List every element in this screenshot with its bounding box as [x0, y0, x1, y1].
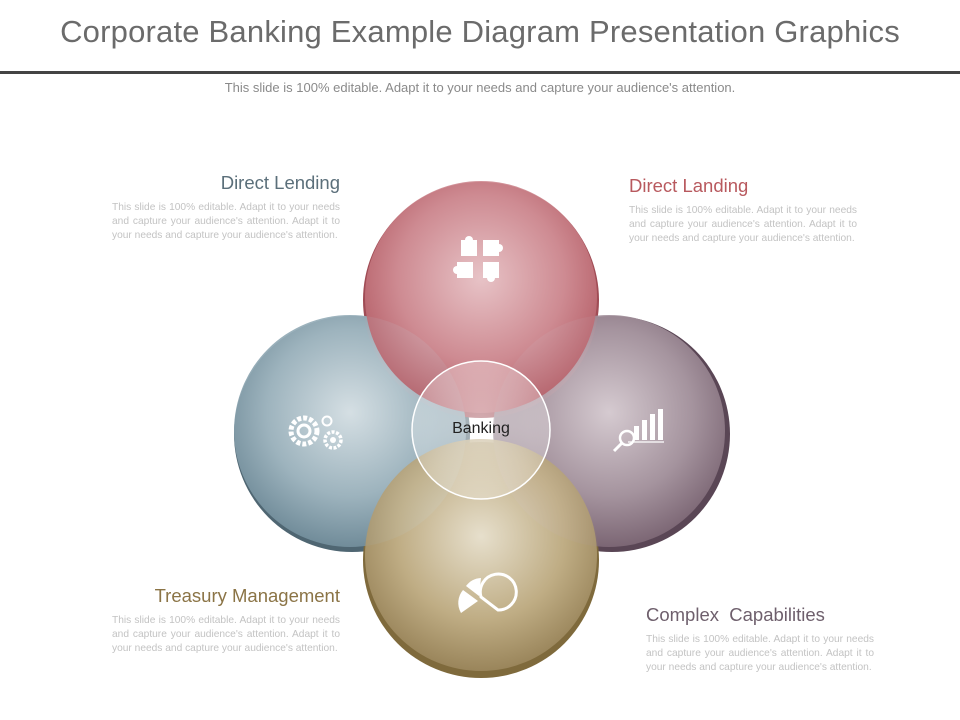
gears-icon	[288, 415, 343, 450]
body-treasury-management: This slide is 100% editable. Adapt it to…	[112, 615, 340, 655]
body-direct-lending: This slide is 100% editable. Adapt it to…	[112, 202, 340, 242]
body-direct-landing: This slide is 100% editable. Adapt it to…	[629, 205, 857, 245]
center-circle	[411, 360, 551, 500]
text-block-complex-capabilities: Complex Capabilities This slide is 100% …	[646, 604, 874, 676]
body-complex-capabilities: This slide is 100% editable. Adapt it to…	[646, 634, 874, 674]
center-label: Banking	[452, 420, 510, 437]
title-divider	[0, 71, 960, 74]
text-block-direct-lending: Direct Lending This slide is 100% editab…	[112, 172, 340, 244]
heading-complex-capabilities: Complex Capabilities	[646, 604, 825, 625]
slide-subtitle: This slide is 100% editable. Adapt it to…	[224, 80, 736, 95]
gold-circle	[365, 439, 597, 671]
text-block-treasury-management: Treasury Management This slide is 100% e…	[112, 585, 340, 657]
bar-chart-magnifier-icon	[612, 409, 664, 453]
text-block-direct-landing: Direct Landing This slide is 100% editab…	[629, 175, 857, 247]
heading-direct-lending: Direct Lending	[220, 172, 340, 193]
pie-chart-icon	[458, 572, 518, 613]
heading-direct-landing: Direct Landing	[629, 175, 749, 196]
puzzle-icon	[453, 236, 503, 282]
slide-title: Corporate Banking Example Diagram Presen…	[60, 14, 900, 49]
heading-treasury-management: Treasury Management	[154, 585, 340, 606]
red-circle	[365, 181, 597, 413]
